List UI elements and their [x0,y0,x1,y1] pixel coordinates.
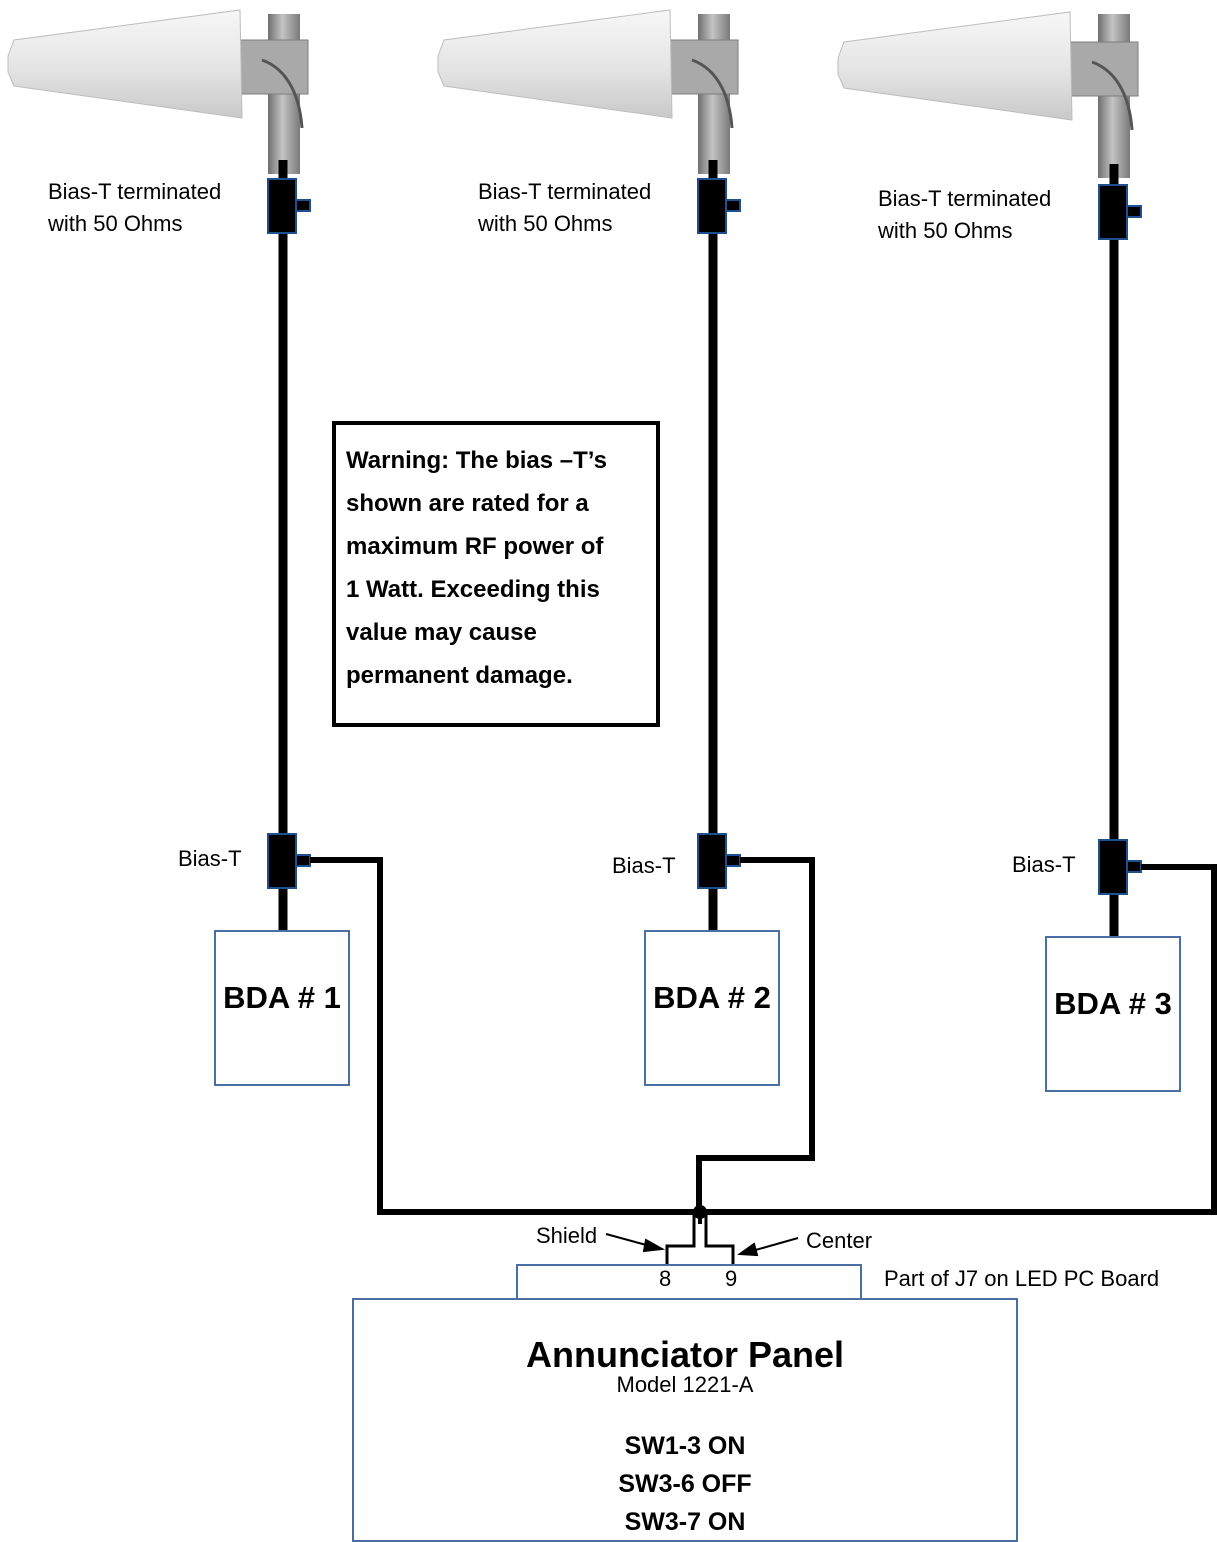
bias-t-top-3 [1098,184,1142,240]
bda-3-label: BDA # 3 [1054,986,1172,1021]
panel-title: Annunciator Panel [525,1334,845,1375]
bias-t-top-2 [697,178,741,234]
bias-t-2 [697,833,741,889]
antenna-lead [261,58,304,129]
annunciator-panel: Annunciator Panel Model 1221-A SW1-3 ON … [352,1298,1018,1542]
antenna-lead [1091,60,1134,131]
bda-3-box: BDA # 3 [1045,936,1181,1092]
label-line: Bias-T terminated [478,179,652,204]
center-label: Center [806,1228,873,1253]
center-arrow-head [737,1242,759,1257]
dc-feed-wires [310,857,1217,1224]
j7-connector [516,1264,862,1300]
antenna-lead [691,58,734,129]
top-bias-t-label-1: Bias-T terminated with 50 Ohms [48,176,221,240]
warning-box: Warning: The bias –T’s shown are rated f… [332,421,660,727]
antenna-radome [7,9,243,119]
bias-t-1 [267,833,311,889]
feed-wire-1 [310,857,700,1215]
top-bias-t-label-2: Bias-T terminated with 50 Ohms [478,176,651,240]
pin-9-label: 9 [725,1266,738,1291]
label-line: with 50 Ohms [48,211,183,236]
mount-bracket [235,39,309,95]
antenna-radome [837,11,1073,121]
antenna-radome [437,9,673,119]
center-lead [704,1212,735,1264]
bias-t-label-2: Bias-T [612,853,676,878]
mount-bracket [665,39,739,95]
shield-lead [665,1212,696,1264]
bda-2-label: BDA # 2 [653,980,771,1015]
pin-8-label: 8 [659,1266,672,1291]
bias-t-label-1: Bias-T [178,846,242,871]
callout-arrows [605,1233,799,1257]
label-line: Bias-T terminated [878,186,1052,211]
switch-setting: SW3-7 ON [624,1508,746,1536]
shield-arrow-line [605,1233,651,1247]
bda-1-label: BDA # 1 [223,980,341,1015]
shield-arrow-head [642,1238,666,1253]
panel-model: Model 1221-A [616,1372,754,1397]
switch-setting: SW1-3 ON [624,1432,746,1460]
pin-leads [665,1212,735,1264]
junction-dot [693,1205,707,1219]
label-line: with 50 Ohms [878,218,1013,243]
switch-setting: SW3-6 OFF [618,1470,752,1498]
feed-wire-2 [696,857,815,1212]
bias-t-label-3: Bias-T [1012,852,1076,877]
label-line: Bias-T terminated [48,179,222,204]
shield-label: Shield [536,1223,598,1248]
coax-cables [278,160,1119,938]
mount-bracket [1065,41,1139,97]
j7-label: Part of J7 on LED PC Board [884,1266,1160,1291]
bda-2-box: BDA # 2 [644,930,780,1086]
antenna-1 [7,9,309,174]
feed-wire-3 [700,864,1217,1215]
label-line: with 50 Ohms [478,211,613,236]
bda-1-box: BDA # 1 [214,930,350,1086]
top-bias-t-label-3: Bias-T terminated with 50 Ohms [878,183,1051,247]
antenna-3 [837,11,1139,178]
antenna-2 [437,9,739,174]
bias-t-top-1 [267,178,311,234]
center-arrow-line [751,1237,799,1252]
bias-t-3 [1098,839,1142,895]
